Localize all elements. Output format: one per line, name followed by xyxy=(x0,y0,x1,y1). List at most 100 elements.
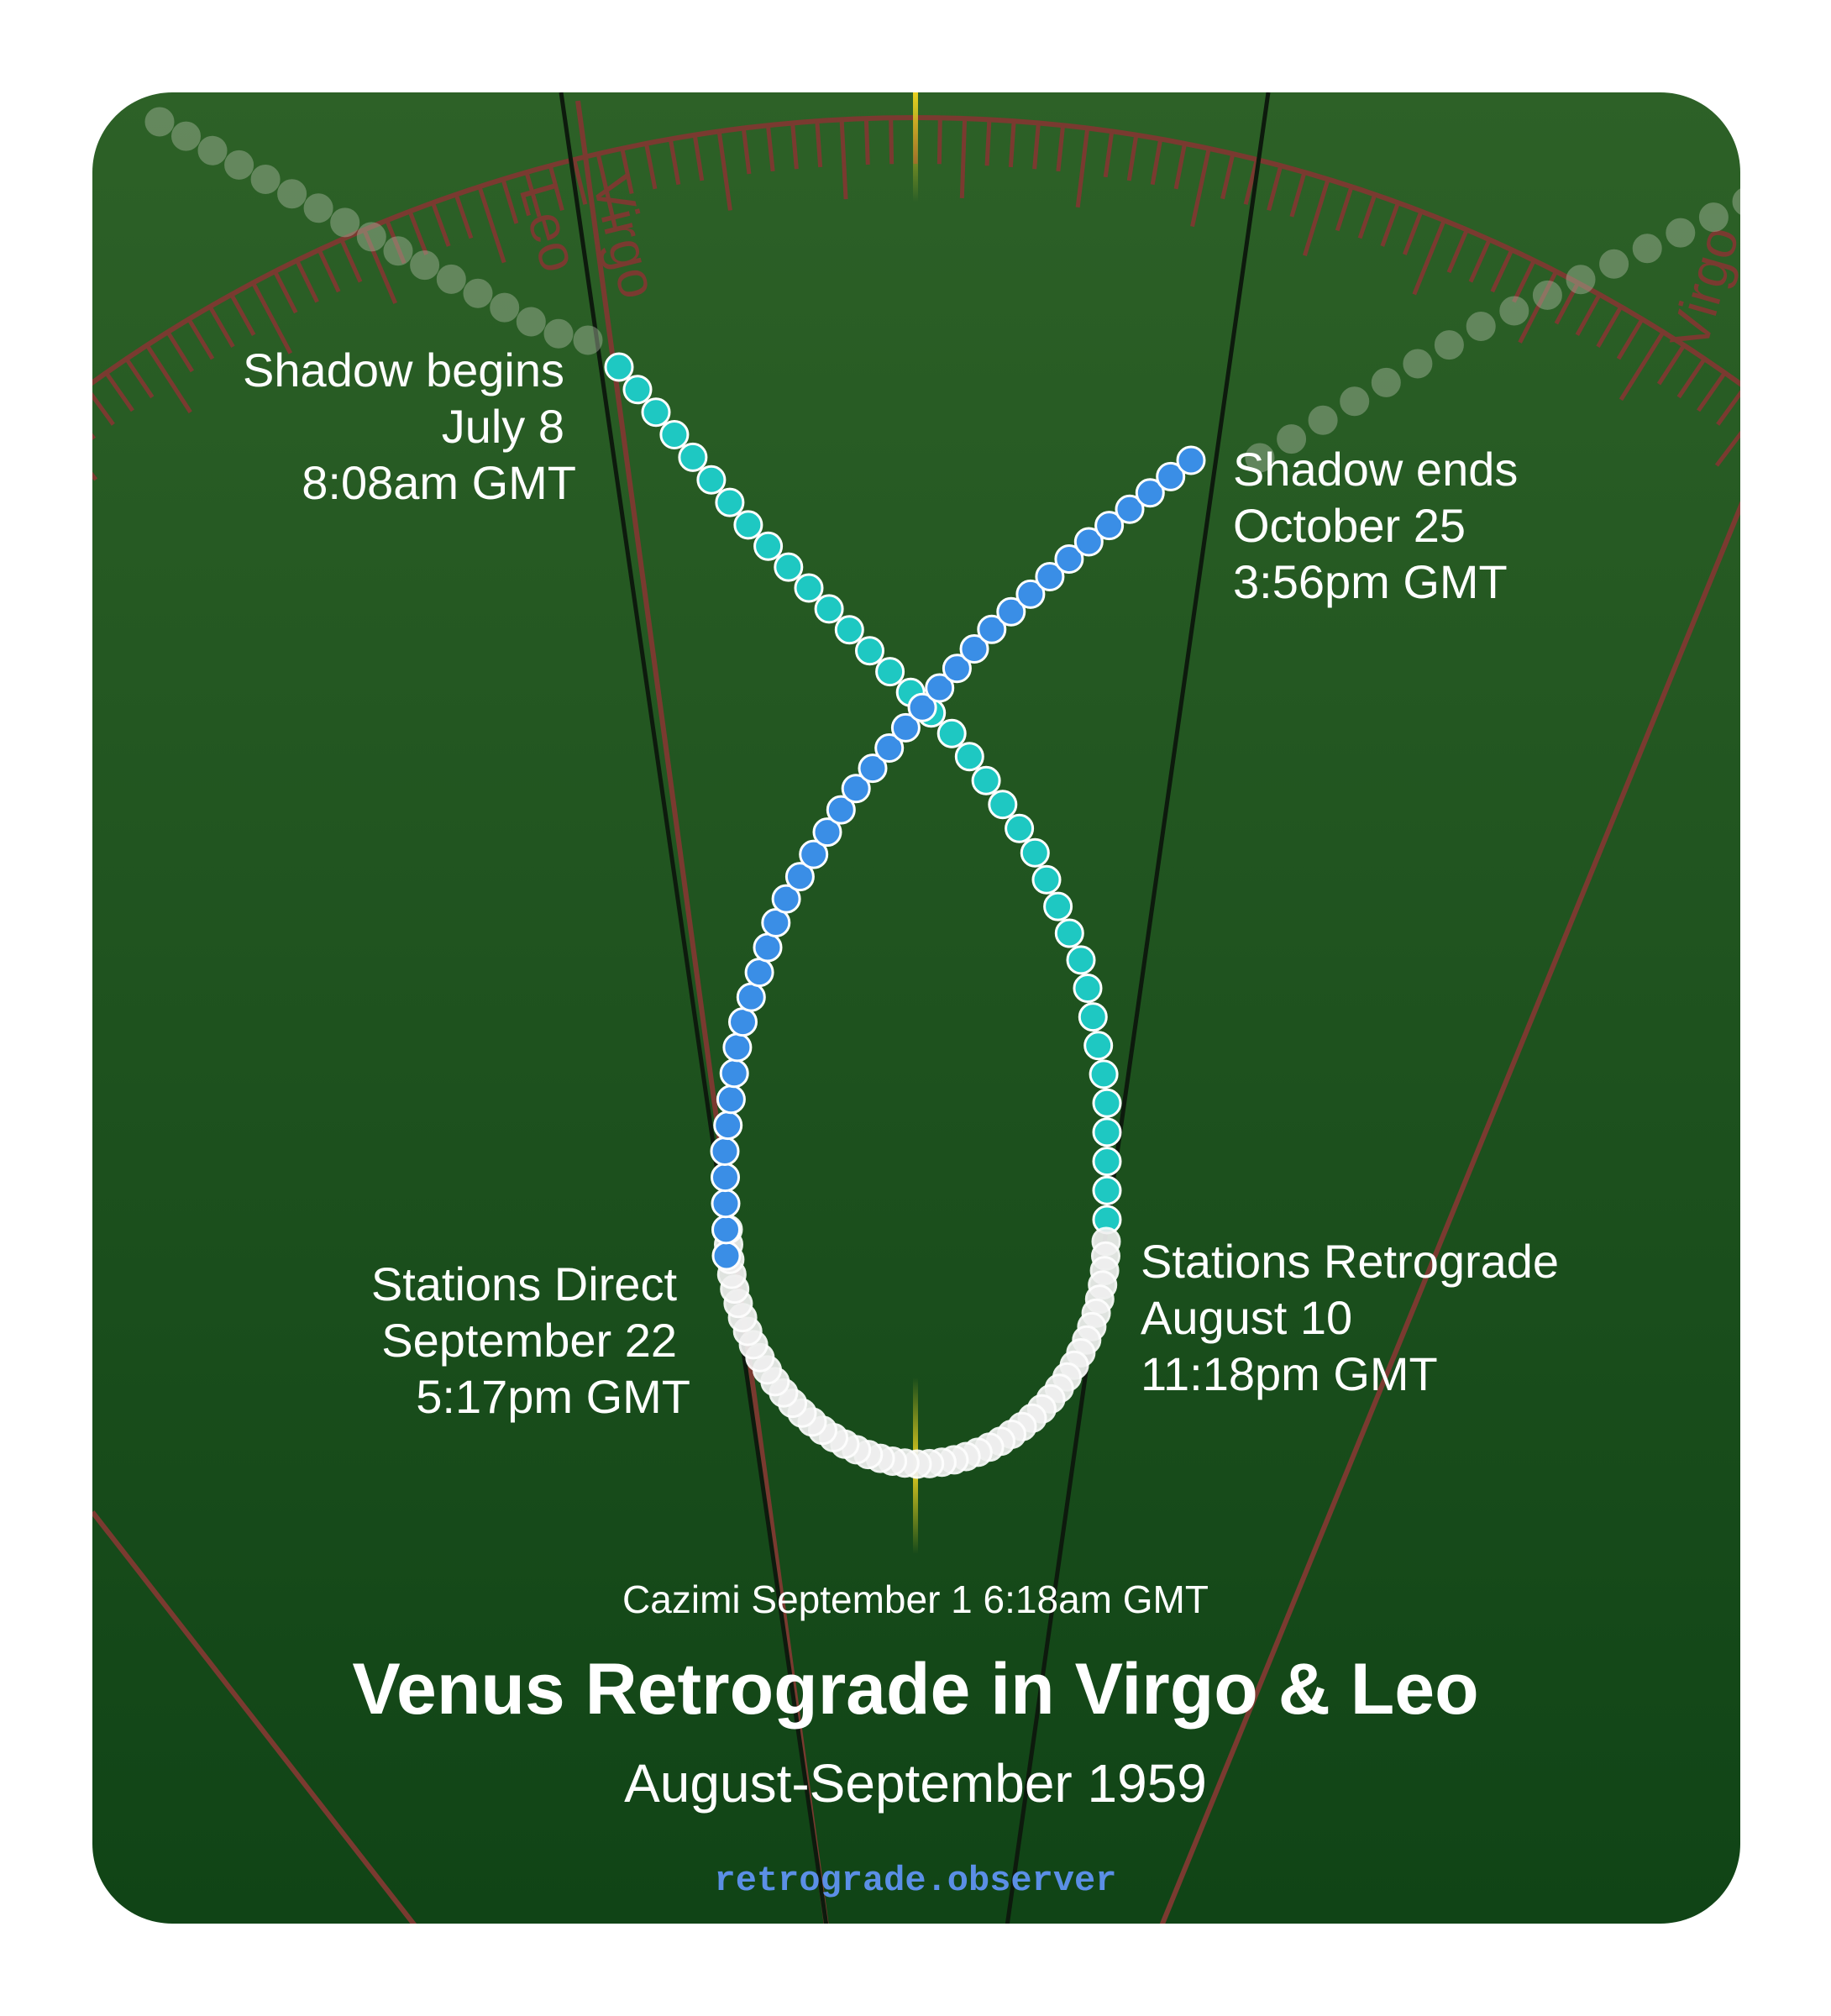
path-dot-pre-shadow xyxy=(814,594,844,624)
shadow-begin-line xyxy=(559,92,830,1924)
path-dot-pre-shadow xyxy=(1066,945,1096,975)
ecliptic-tick xyxy=(643,143,658,190)
ecliptic-tick xyxy=(1412,219,1446,296)
path-dot-pre-shadow xyxy=(875,657,905,687)
ecliptic-tick xyxy=(524,171,542,218)
venus-path xyxy=(144,107,1740,1479)
shadow-ends-title: Shadow ends xyxy=(1233,443,1518,496)
card-background xyxy=(92,92,1740,1924)
ecliptic-tick xyxy=(186,318,215,360)
path-dot-pre-shadow xyxy=(753,531,784,561)
path-dot-pre-shadow xyxy=(715,487,745,517)
ecliptic-tick xyxy=(984,119,992,166)
path-dot-outside xyxy=(463,278,493,308)
path-dot-pre-shadow xyxy=(641,397,671,428)
ecliptic-tick xyxy=(936,118,942,165)
ecliptic-tick xyxy=(1512,259,1536,303)
path-dot-pre-shadow xyxy=(1092,1088,1122,1118)
stations-direct-title: Stations Direct xyxy=(371,1257,678,1310)
ecliptic-tick xyxy=(1554,281,1580,325)
path-dot-outside xyxy=(171,121,201,151)
path-dot-post-shadow xyxy=(942,654,972,684)
ecliptic-tick xyxy=(1243,159,1259,205)
path-dot-pre-shadow xyxy=(1073,974,1103,1003)
path-dot-pre-shadow xyxy=(678,442,708,472)
stations-retrograde-date: August 10 xyxy=(1141,1291,1352,1344)
stations-retrograde-title: Stations Retrograde xyxy=(1141,1235,1559,1288)
ecliptic-tick xyxy=(889,118,895,165)
path-dot-post-shadow xyxy=(784,862,815,892)
path-dot-outside xyxy=(303,193,333,223)
path-dot-post-shadow xyxy=(1094,511,1125,541)
ecliptic-tick xyxy=(839,119,848,200)
ecliptic-tick xyxy=(1289,171,1307,218)
path-dot-post-shadow xyxy=(736,982,766,1012)
path-dot-outside xyxy=(1499,296,1529,326)
path-dot-pre-shadow xyxy=(622,375,653,405)
path-dot-outside xyxy=(1532,280,1562,310)
path-dot-outside xyxy=(330,207,360,238)
path-dot-pre-shadow xyxy=(604,352,634,382)
path-dot-post-shadow xyxy=(711,1215,741,1245)
path-dot-post-shadow xyxy=(1156,461,1186,491)
ecliptic-tick xyxy=(477,186,506,264)
ecliptic-tick xyxy=(815,120,823,168)
event-shadow-ends: Shadow ends October 25 3:56pm GMT xyxy=(1233,443,1518,608)
path-dot-pre-shadow xyxy=(855,636,884,666)
site-link[interactable]: retrograde.observer xyxy=(715,1861,1117,1901)
path-dot-pre-shadow xyxy=(954,742,984,772)
ecliptic-tick xyxy=(431,202,451,247)
path-dot-outside xyxy=(144,107,175,137)
event-stations-retrograde: Stations Retrograde August 10 11:18pm GM… xyxy=(1141,1235,1559,1400)
path-dot-pre-shadow xyxy=(1089,1059,1119,1089)
path-dot-post-shadow xyxy=(858,753,888,784)
ecliptic-tick xyxy=(790,123,799,170)
ecliptic-tick xyxy=(1190,148,1211,228)
path-dot-outside xyxy=(1245,443,1275,473)
path-dot-pre-shadow xyxy=(774,552,804,582)
ecliptic-tick xyxy=(273,270,298,314)
path-dot-outside xyxy=(1403,349,1433,379)
path-dot-post-shadow xyxy=(771,884,801,914)
ecliptic-tick xyxy=(1126,134,1139,181)
ecliptic-tick xyxy=(668,139,681,186)
path-dot-pre-shadow xyxy=(1054,918,1084,948)
ecliptic-tick xyxy=(1656,344,1687,386)
path-dot-pre-shadow xyxy=(1078,1002,1108,1032)
path-dot-post-shadow xyxy=(1115,494,1145,524)
path-dot-pre-shadow xyxy=(1020,837,1050,868)
path-dot-pre-shadow xyxy=(988,790,1018,820)
stations-retrograde-time: 11:18pm GMT xyxy=(1141,1347,1438,1400)
path-dot-outside xyxy=(1371,367,1401,397)
path-dot-outside xyxy=(197,135,228,165)
path-dot-post-shadow xyxy=(744,958,774,988)
path-dot-post-shadow xyxy=(711,1189,741,1219)
path-dot-outside xyxy=(1340,386,1370,417)
path-dot-post-shadow xyxy=(710,1137,740,1166)
path-dot-outside xyxy=(1698,202,1729,233)
path-dot-post-shadow xyxy=(1015,579,1046,609)
path-dot-post-shadow xyxy=(719,1058,749,1089)
path-dot-post-shadow xyxy=(1054,544,1084,574)
page-subtitle: August-September 1959 xyxy=(624,1753,1207,1814)
path-dot-pre-shadow xyxy=(1083,1031,1114,1061)
ecliptic-tick xyxy=(1518,270,1558,344)
ecliptic-tick xyxy=(207,305,235,348)
path-dot-post-shadow xyxy=(1176,445,1206,475)
ecliptic-tick xyxy=(92,415,98,481)
shadow-boundary-lines xyxy=(559,92,1271,1924)
path-dot-pre-shadow xyxy=(1005,813,1035,843)
ecliptic-tick xyxy=(407,210,428,255)
path-dot-post-shadow xyxy=(1135,478,1165,508)
ecliptic-tick xyxy=(1103,131,1115,178)
path-dot-outside xyxy=(250,165,281,194)
path-dot-post-shadow xyxy=(996,596,1026,627)
path-dot-pre-shadow xyxy=(659,420,690,449)
ecliptic-tick xyxy=(1303,178,1330,256)
ecliptic-tick xyxy=(1267,165,1283,212)
cazimi-label: Cazimi September 1 6:18am GMT xyxy=(622,1578,1209,1621)
ecliptic-tick xyxy=(229,293,256,336)
path-dot-outside xyxy=(410,250,440,281)
path-dot-post-shadow xyxy=(874,733,905,763)
